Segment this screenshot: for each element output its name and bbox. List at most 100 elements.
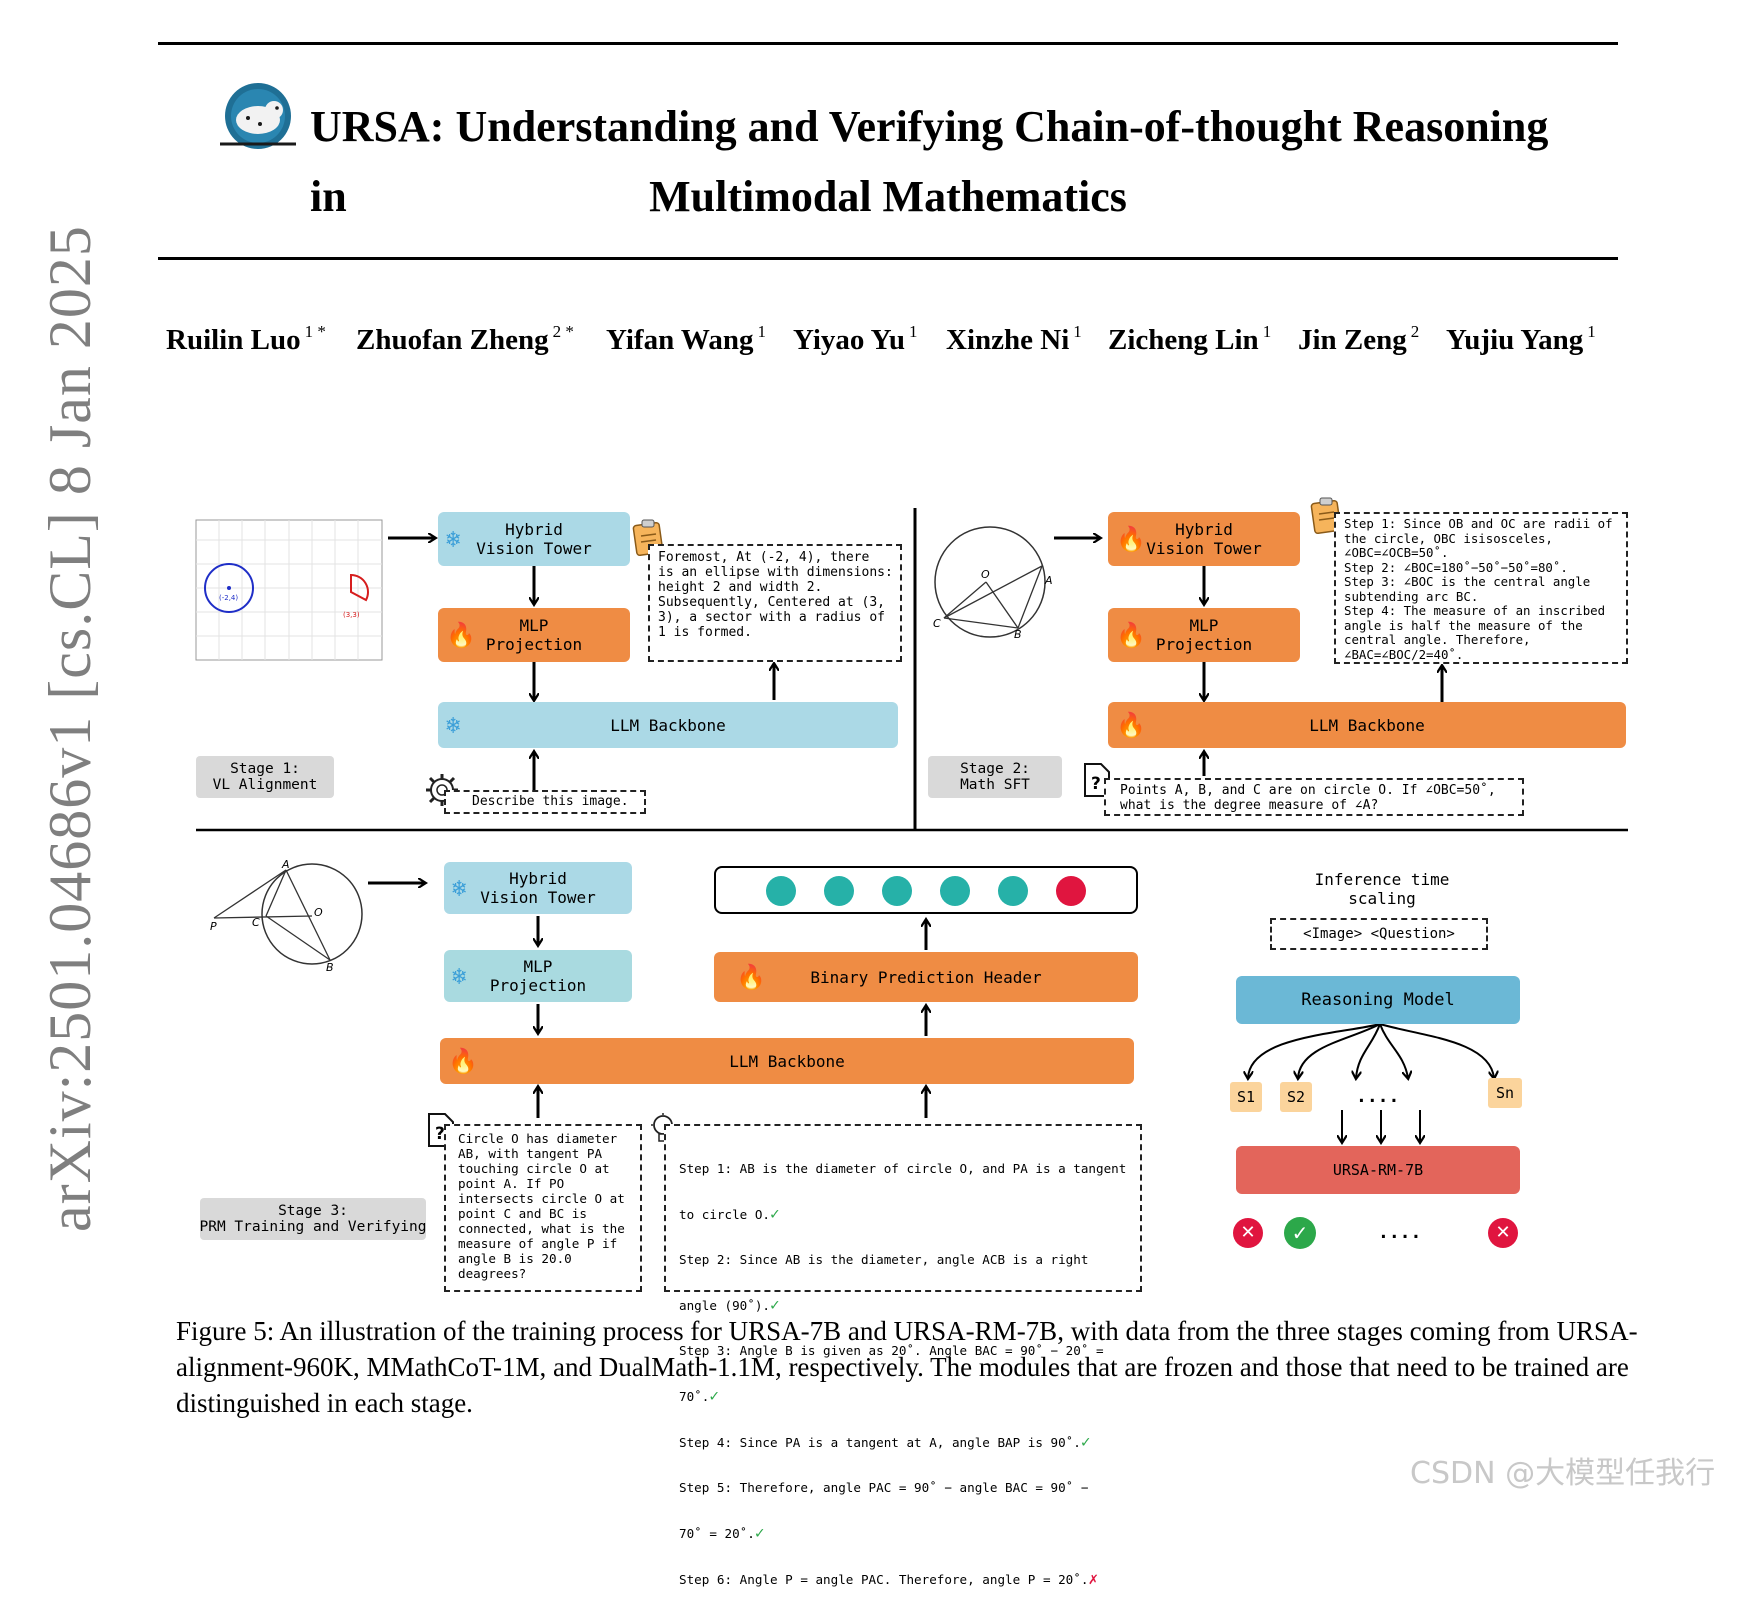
fire-icon: 🔥	[736, 963, 766, 991]
check-icon: ✓	[754, 1523, 765, 1542]
check-icon: ✓	[770, 1295, 780, 1314]
plot-label-sector: (3,3)	[343, 611, 360, 619]
paper-title-line2: Multimodal Mathematics	[649, 172, 1127, 221]
stage1-output-text: Foremost, At (-2, 4), there is an ellips…	[648, 544, 902, 662]
step-line: to circle O.✓	[679, 1204, 780, 1223]
snowflake-icon: ❄	[452, 962, 467, 990]
step-line: Step 5: Therefore, angle PAC = 90˚ − ang…	[679, 1480, 1089, 1495]
sample-sn: Sn	[1488, 1078, 1522, 1108]
score-dot	[998, 876, 1028, 906]
stage3-mlp-projection: ❄ MLP Projection	[444, 950, 632, 1002]
step-line: Step 2: Since AB is the diameter, angle …	[679, 1252, 1089, 1267]
stage2-geometry-figure: O A B C	[930, 520, 1060, 641]
stage3-vision-tower: ❄ Hybrid Vision Tower	[444, 862, 632, 914]
stage2-mlp-projection: 🔥 MLP Projection	[1108, 608, 1300, 662]
fire-icon: 🔥	[446, 621, 476, 649]
result-ellipsis: ....	[1378, 1222, 1422, 1243]
stage3-question: Circle O has diameter AB, with tangent P…	[444, 1124, 642, 1292]
logo-icon	[216, 80, 300, 152]
stage2-question: Points A, B, and C are on circle O. If ∠…	[1104, 778, 1524, 816]
snowflake-icon: ❄	[446, 525, 461, 553]
score-dot	[940, 876, 970, 906]
reasoning-model: Reasoning Model	[1236, 976, 1520, 1024]
inference-title: Inference time scaling	[1314, 870, 1450, 908]
fire-icon: 🔥	[1116, 711, 1146, 739]
reject-icon: ✕	[1233, 1218, 1263, 1248]
geo-label-b: B	[1014, 628, 1022, 640]
stage1-prompt: Describe this image.	[444, 790, 646, 814]
geo-label-o: O	[314, 906, 323, 919]
step-line: Step 1: AB is the diameter of circle O, …	[679, 1161, 1127, 1176]
stage3-steps: Step 1: AB is the diameter of circle O, …	[664, 1124, 1142, 1587]
geo-label-b: B	[326, 961, 334, 972]
fire-icon: 🔥	[1116, 525, 1146, 553]
step-line: 70˚.✓	[679, 1386, 719, 1405]
geo-label-o: O	[981, 568, 990, 581]
score-dot	[882, 876, 912, 906]
score-dot-negative	[1056, 876, 1086, 906]
stage1-label: Stage 1: VL Alignment	[196, 756, 334, 798]
fire-icon: 🔥	[1116, 621, 1146, 649]
watermark: CSDN @大模型任我行	[1410, 1456, 1716, 1491]
figure-5: (-2,4) (3,3) ❄ Hybrid Vision Tower 🔥 MLP…	[186, 496, 1628, 1587]
inference-input: <Image> <Question>	[1270, 918, 1488, 950]
stage1-vision-tower: ❄ Hybrid Vision Tower	[438, 512, 630, 566]
step-line: 70˚ = 20˚.✓	[679, 1523, 765, 1542]
score-dot	[766, 876, 796, 906]
binary-prediction-header: 🔥 Binary Prediction Header	[714, 952, 1138, 1002]
clipboard-icon	[1310, 496, 1344, 536]
lightbulb-icon	[648, 1112, 678, 1148]
stage3-geometry-figure: A P C O B	[206, 858, 366, 974]
sample-ellipsis: ....	[1356, 1086, 1400, 1107]
figure-connectors	[196, 508, 1628, 1300]
step-line: Step 6: Angle P = angle PAC. Therefore, …	[679, 1569, 1099, 1588]
snowflake-icon: ❄	[446, 711, 461, 739]
stage2-vision-tower: 🔥 Hybrid Vision Tower	[1108, 512, 1300, 566]
stage2-output-text: Step 1: Since OB and OC are radii of the…	[1334, 512, 1628, 664]
cross-icon: ✗	[1088, 1569, 1099, 1588]
figure-caption: Figure 5: An illustration of the trainin…	[176, 1316, 1638, 1418]
geo-label-c: C	[252, 916, 260, 929]
stage3-label: Stage 3: PRM Training and Verifying	[200, 1198, 427, 1240]
step-line: Step 3: Angle B is given as 20˚. Angle B…	[679, 1343, 1104, 1358]
check-icon: ✓	[1080, 1432, 1091, 1451]
stage1-mlp-projection: 🔥 MLP Projection	[438, 608, 630, 662]
stage2-label: Stage 2: Math SFT	[928, 756, 1062, 798]
geo-label-p: P	[210, 920, 217, 933]
check-icon: ✓	[770, 1204, 780, 1223]
plot-label-ellipse: (-2,4)	[219, 594, 238, 602]
accept-icon: ✓	[1284, 1217, 1316, 1249]
top-rule	[158, 42, 1618, 45]
stage3-llm-backbone: 🔥 LLM Backbone	[440, 1038, 1134, 1084]
sample-s1: S1	[1230, 1082, 1262, 1112]
question-mark-icon: ?	[1091, 774, 1101, 794]
fire-icon: 🔥	[448, 1047, 478, 1075]
ursa-rm-7b: URSA-RM-7B	[1236, 1146, 1520, 1194]
svg-text:?: ?	[435, 1124, 445, 1144]
stage2-llm-backbone: 🔥 LLM Backbone	[1108, 702, 1626, 748]
geo-label-a: A	[1044, 574, 1053, 587]
bottom-title-rule	[158, 257, 1618, 260]
paper-title-line1: URSA: Understanding and Verifying Chain-…	[310, 102, 1549, 221]
step-line: Step 4: Since PA is a tangent at A, angl…	[679, 1432, 1091, 1451]
snowflake-icon: ❄	[452, 874, 467, 902]
score-dot	[824, 876, 854, 906]
stage1-llm-backbone: ❄ LLM Backbone	[438, 702, 898, 748]
reject-icon: ✕	[1488, 1218, 1518, 1248]
stage1-coordinate-plot: (-2,4) (3,3)	[186, 516, 386, 676]
geo-label-a: A	[281, 860, 290, 871]
check-icon: ✓	[709, 1386, 719, 1405]
sample-s2: S2	[1280, 1082, 1312, 1112]
prediction-scores	[714, 866, 1138, 914]
geo-label-c: C	[933, 617, 941, 630]
step-line: angle (90˚).✓	[679, 1295, 780, 1314]
